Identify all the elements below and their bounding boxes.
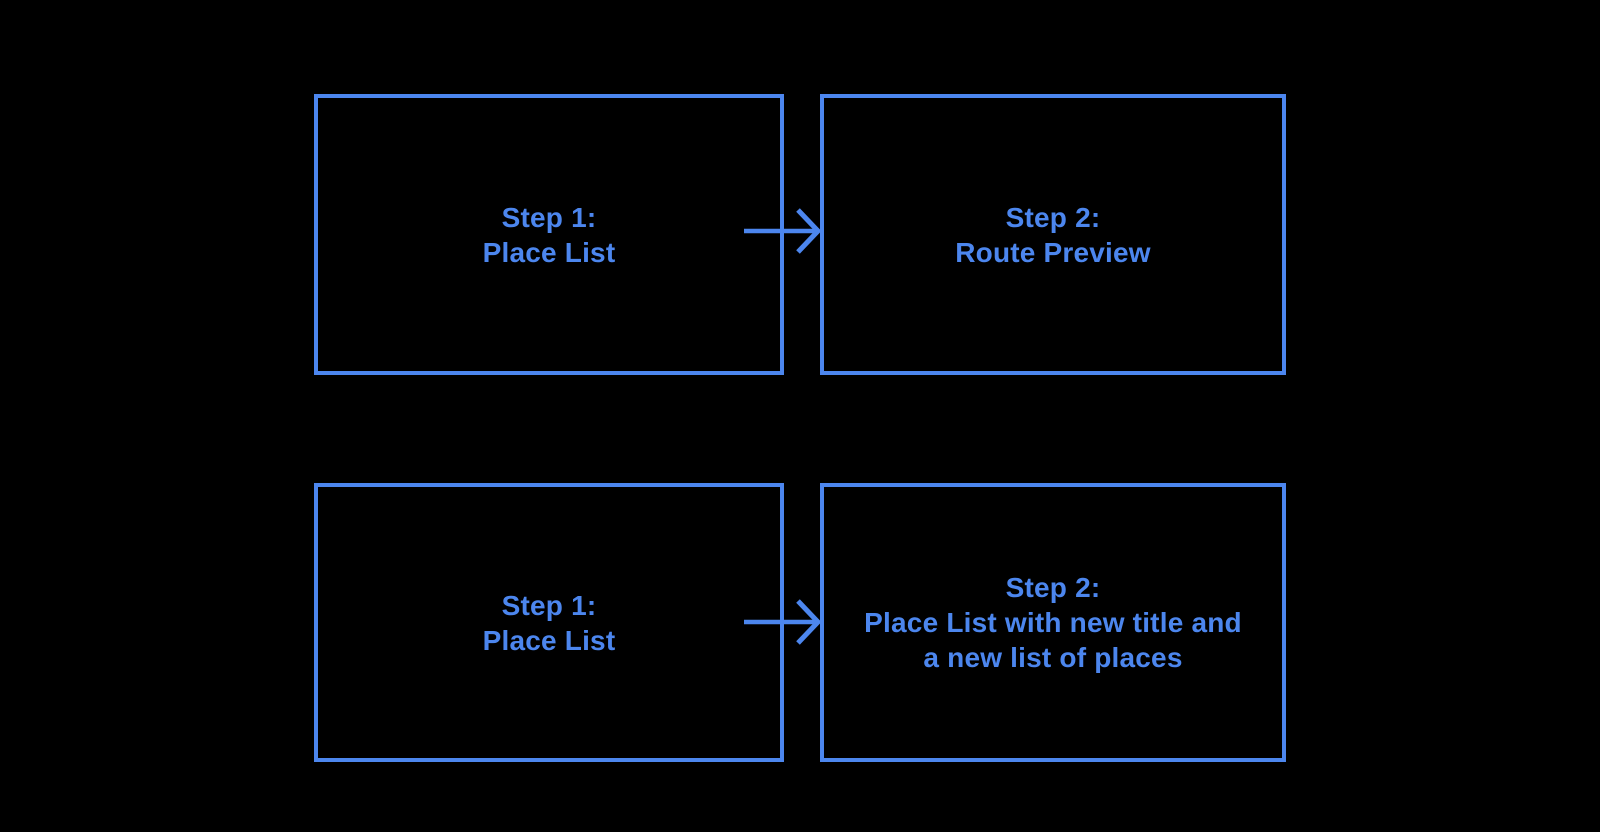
arrow-right-connector-row1: [744, 206, 826, 256]
box-subtitle: Place List: [482, 236, 616, 268]
step2-place-list-new-title-box: Step 2: Place List with new title and a …: [820, 483, 1286, 762]
box-title: Step 1:: [501, 201, 597, 233]
box-subtitle-line1: Place List with new title and: [864, 607, 1242, 638]
step1-place-list-box-row2: Step 1: Place List: [314, 483, 784, 762]
arrow-right-icon: [744, 208, 822, 254]
arrow-right-connector-row2: [744, 597, 826, 647]
box-title: Step 2:: [1005, 201, 1101, 233]
box-title: Step 1:: [501, 589, 597, 621]
box-subtitle: Place List: [482, 624, 616, 656]
arrow-right-icon: [744, 599, 822, 645]
box-subtitle-line2: a new list of places: [923, 642, 1183, 673]
step2-route-preview-box: Step 2: Route Preview: [820, 94, 1286, 375]
box-title: Step 2:: [1005, 572, 1101, 603]
step1-place-list-box-row1: Step 1: Place List: [314, 94, 784, 375]
box-subtitle: Route Preview: [955, 236, 1151, 268]
